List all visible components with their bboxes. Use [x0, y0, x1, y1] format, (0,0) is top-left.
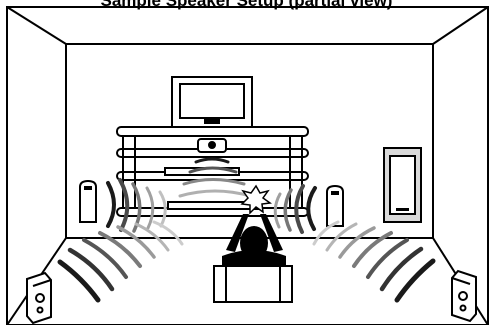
rear-right-speaker	[452, 271, 476, 321]
front-right-speaker	[327, 186, 343, 226]
front-left-speaker	[80, 181, 96, 222]
subwoofer-icon	[384, 148, 421, 222]
center-speaker	[198, 139, 226, 152]
rear-left-speaker	[27, 273, 51, 323]
